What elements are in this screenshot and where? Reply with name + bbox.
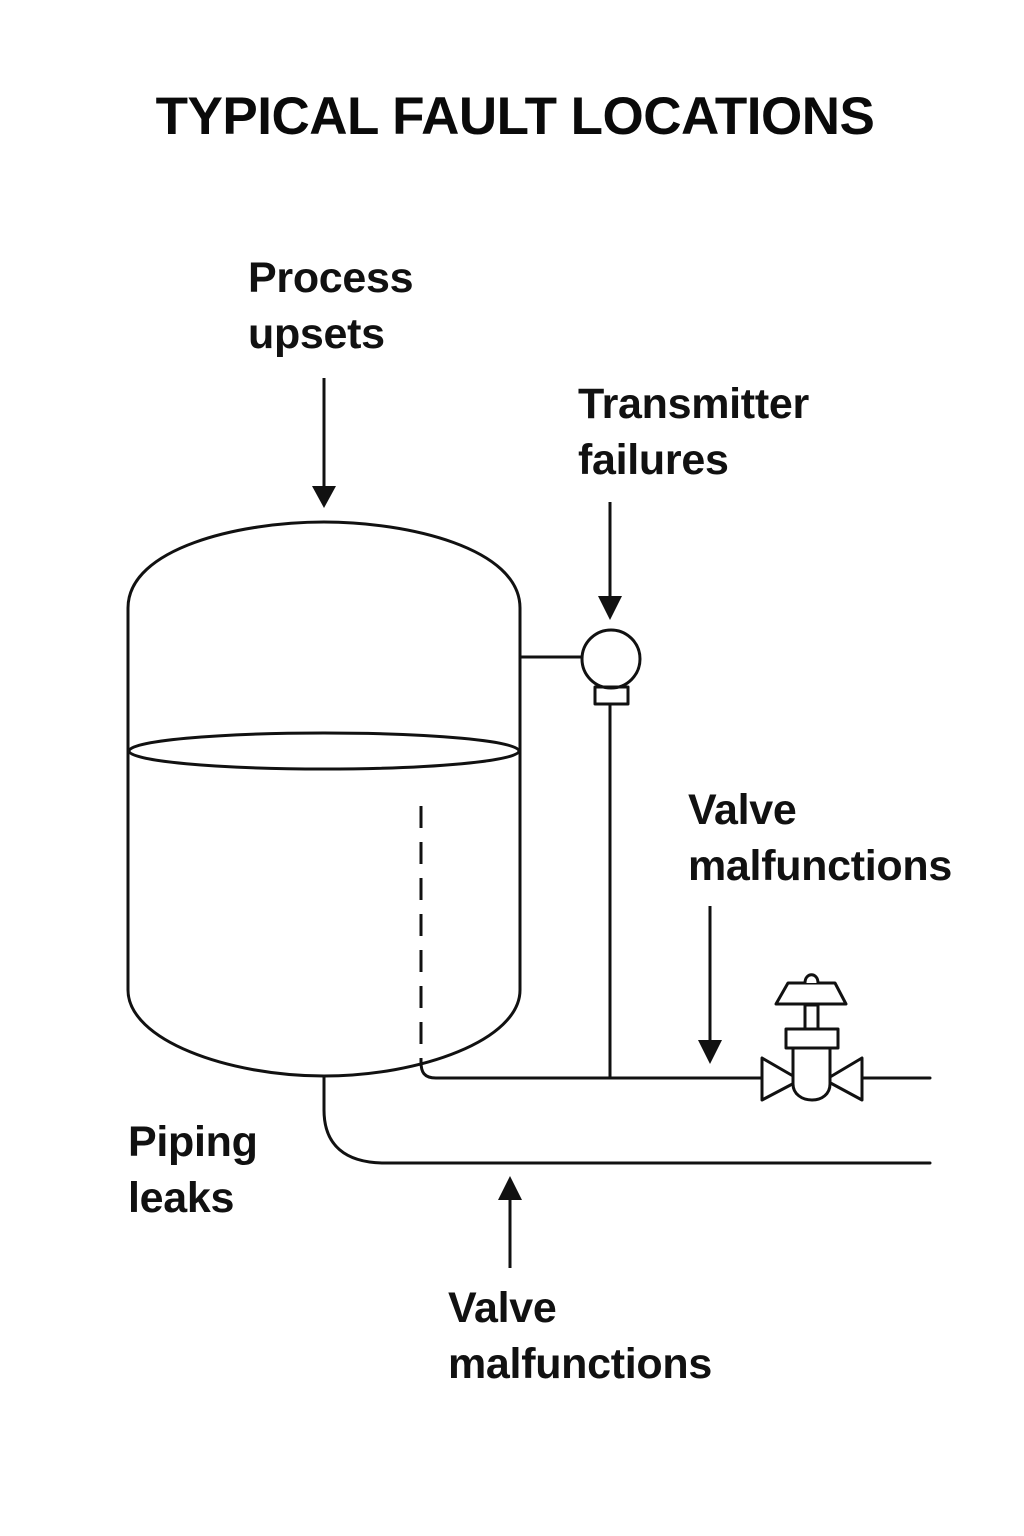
label-line: Piping: [128, 1118, 258, 1166]
transmitter-base: [593, 685, 630, 706]
vessel-body: [126, 520, 522, 1078]
label-transmitter-failures: Transmitter failures: [578, 376, 809, 488]
label-process-upsets: Process upsets: [248, 250, 414, 362]
label-line: Transmitter: [578, 380, 809, 428]
outlet-pipe-upper: [419, 1060, 764, 1080]
liquid-level: [127, 731, 521, 771]
label-valve-malfunctions-upper: Valve malfunctions: [688, 782, 952, 894]
label-line: Valve: [448, 1284, 557, 1332]
arrow-valve-malfunctions-lower: [498, 1176, 522, 1268]
control-valve-icon: [760, 973, 864, 1102]
label-line: leaks: [128, 1174, 235, 1222]
outlet-pipe-lower: [322, 1074, 932, 1165]
label-line: failures: [578, 436, 729, 484]
arrow-valve-malfunctions-upper: [698, 906, 722, 1064]
arrow-process-upsets: [312, 378, 336, 508]
label-valve-malfunctions-lower: Valve malfunctions: [448, 1280, 712, 1392]
label-line: upsets: [248, 310, 385, 358]
arrow-transmitter-failures: [598, 502, 622, 620]
label-line: Process: [248, 254, 414, 302]
label-line: malfunctions: [688, 842, 952, 890]
transmitter-icon: [580, 628, 642, 690]
diagram-title: TYPICAL FAULT LOCATIONS: [155, 87, 875, 146]
label-piping-leaks: Piping leaks: [128, 1114, 258, 1226]
label-line: malfunctions: [448, 1340, 712, 1388]
label-line: Valve: [688, 786, 797, 834]
